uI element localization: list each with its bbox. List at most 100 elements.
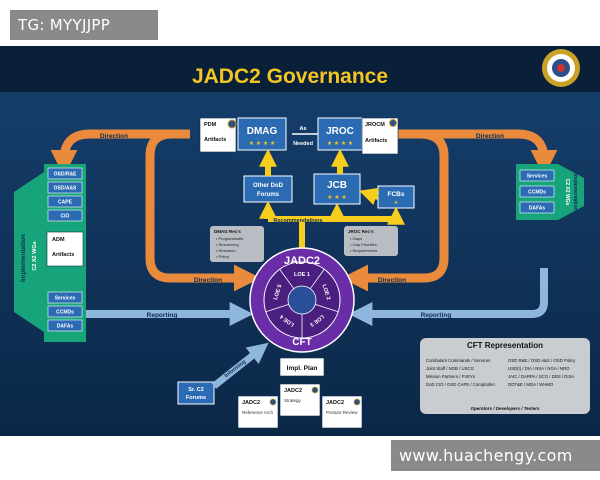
dmag-stars-icon: ★ ★ ★ ★ — [249, 140, 276, 147]
right-panel-box-2 — [519, 201, 555, 214]
cft-left-line-2: Mission Partners / FVEYs — [426, 374, 475, 379]
cft-right-line-0: OSD R&E / OSD A&S / OSD Policy — [508, 358, 576, 363]
right-panel-box-1 — [519, 185, 555, 198]
left-panel-box-0 — [47, 167, 83, 180]
jcb-stars-icon: ★ ★ ★ — [327, 194, 346, 201]
impl-plan-box — [279, 357, 325, 377]
jroc-recs-title: JROC Rec's — [348, 229, 374, 234]
wheel-spoke — [315, 303, 339, 313]
title-bar — [0, 46, 600, 92]
left-panel-label-2: CAPE — [58, 200, 73, 206]
dmag-recs-item-2: • Research — [216, 248, 236, 253]
cft-representation-panel — [420, 338, 590, 414]
left-panel-label-0: OSD/R&E — [54, 172, 77, 178]
dod-seal-icon — [542, 49, 580, 87]
direction-arrow-lower-left — [145, 129, 261, 292]
dmag-recs-item-3: • Policy — [216, 254, 229, 259]
dmag-label: DMAG — [247, 126, 278, 137]
jroc-box — [317, 117, 363, 151]
jrocm-artifacts-label: Artifacts — [365, 138, 387, 144]
bottom-doc-header-2: JADC2 — [326, 400, 344, 406]
right-panel-box-0 — [519, 169, 555, 182]
jcb-label: JCB — [327, 180, 347, 191]
bottom-doc-seal-icon-1 — [311, 386, 319, 394]
dmag-box — [237, 117, 287, 151]
arrow-fcbs-to-jcb — [359, 187, 380, 205]
right-panel-side-label: Implementation — [572, 174, 578, 211]
right-panel-label-1: CCMDs — [528, 190, 546, 196]
bottom-doc-caption-1: Strategy — [284, 398, 302, 403]
left-panel-box-1 — [47, 181, 83, 194]
bottom-doc-caption-2: Posture Review — [326, 410, 358, 415]
bottom-doc-seal-icon-0 — [269, 398, 277, 406]
bottom-doc-seal-icon-2 — [353, 398, 361, 406]
dmag-recs-box — [210, 226, 264, 262]
as-needed-line1: As — [299, 126, 306, 132]
label-direction-lower-right: Direction — [378, 277, 406, 284]
left-panel-bottom-label-1: CCMDs — [56, 310, 74, 316]
left-panel-label-3: CIO — [61, 214, 70, 220]
jroc-recs-item-0: • Gaps — [350, 236, 362, 241]
bottom-doc-2 — [321, 395, 363, 429]
wheel-bottom-label: CFT — [292, 337, 311, 348]
dmag-seal-icon — [227, 119, 237, 129]
left-panel-box-2 — [47, 195, 83, 208]
left-panel-bottom-label-0: Services — [55, 296, 76, 302]
cft-left-line-3: DoD CIO / OSD CAPE / Comptroller — [426, 382, 496, 387]
jroc-label: JROC — [326, 126, 354, 137]
fcbs-label: FCBs — [388, 191, 405, 198]
jroc-recs-item-1: • Gap Priorities — [350, 242, 377, 247]
wheel-spoke — [279, 269, 295, 289]
dmag-recs-item-0: • Programmatic — [216, 236, 243, 241]
cft-left-line-1: Joint Staff / NGB / USCG — [426, 366, 475, 371]
label-direction-right: Direction — [476, 133, 504, 140]
cft-right-line-1: USD(I) / DIA / NSA / NGA / NRO — [508, 366, 570, 371]
reporting-arrow-right — [348, 268, 548, 326]
cft-footer: Operators / Developers / Testers — [470, 406, 540, 411]
right-panel-label-0: Services — [527, 174, 548, 180]
cft-left-line-0: Combatant Commands / Services — [426, 358, 490, 363]
left-panel-bottom-box-2 — [47, 319, 83, 332]
left-doc-label: Artifacts — [52, 252, 74, 258]
right-panel-label-2: DAFAs — [529, 206, 546, 212]
dmag-recs-item-1: • Resourcing — [216, 242, 239, 247]
direction-arrow-lower-right — [341, 129, 449, 292]
fcbs-star-icon: ★ — [394, 200, 399, 206]
other-forums-line1: Other DoD — [253, 183, 284, 189]
left-implementation-panel: Implementation C2 X2 WGs OSD/R&E OSD/A&S C… — [14, 164, 86, 342]
right-panel-sub-label: C2 X2 WGs — [564, 179, 570, 206]
direction-arrow-right — [362, 129, 558, 177]
left-panel-bottom-box-0 — [47, 291, 83, 304]
label-recommendations: Recommendations — [273, 218, 322, 224]
right-implementation-panel: Implementation C2 X2 WGs ServicesCCMDsDA… — [516, 164, 584, 220]
bottom-doc-header-0: JADC2 — [242, 400, 260, 406]
jroc-recs-box — [344, 226, 398, 256]
bottom-doc-header-1: JADC2 — [284, 388, 302, 394]
left-panel-sub-label: C2 X2 WGs — [32, 241, 38, 270]
pdm-label: PDM — [204, 122, 217, 128]
jcb-box — [313, 173, 361, 205]
slide-title: JADC2 Governance — [192, 65, 388, 88]
jrocm-seal-icon — [389, 119, 397, 127]
other-forums-line2: Forums — [257, 192, 280, 198]
watermark-bottom: www.huachengy.com — [391, 440, 600, 471]
pdm-artifacts-label: Artifacts — [204, 137, 226, 143]
jroc-stars-icon: ★ ★ ★ ★ — [327, 140, 354, 147]
left-artifacts-doc — [46, 231, 84, 267]
wheel-top-label: JADC2 — [284, 255, 320, 267]
bottom-doc-caption-0: Reference Arch — [242, 410, 274, 415]
as-needed-line2: Needed — [293, 141, 313, 147]
left-panel-bottom-label-2: DAFAs — [57, 324, 74, 330]
left-panel-side-label: Implementation — [20, 234, 27, 282]
wheel-spoke — [309, 269, 325, 289]
left-panel-bottom-box-1 — [47, 305, 83, 318]
cft-title: CFT Representation — [467, 341, 543, 350]
left-panel-label-1: OSD/A&S — [54, 186, 77, 192]
sr-forums-line1: Sr. C2 — [188, 387, 204, 393]
governance-diagram: JADC2 Governance Direction Direction Dir… — [0, 46, 600, 436]
cft-right-line-3: DOT&E / MDA / WHMO — [508, 382, 554, 387]
loe-label-1: LOE 1 — [294, 272, 310, 278]
informing-arrow — [211, 342, 269, 389]
sr-forums-line2: Forums — [186, 395, 206, 401]
dmag-recs-title: DMAG Rec's — [214, 229, 241, 234]
